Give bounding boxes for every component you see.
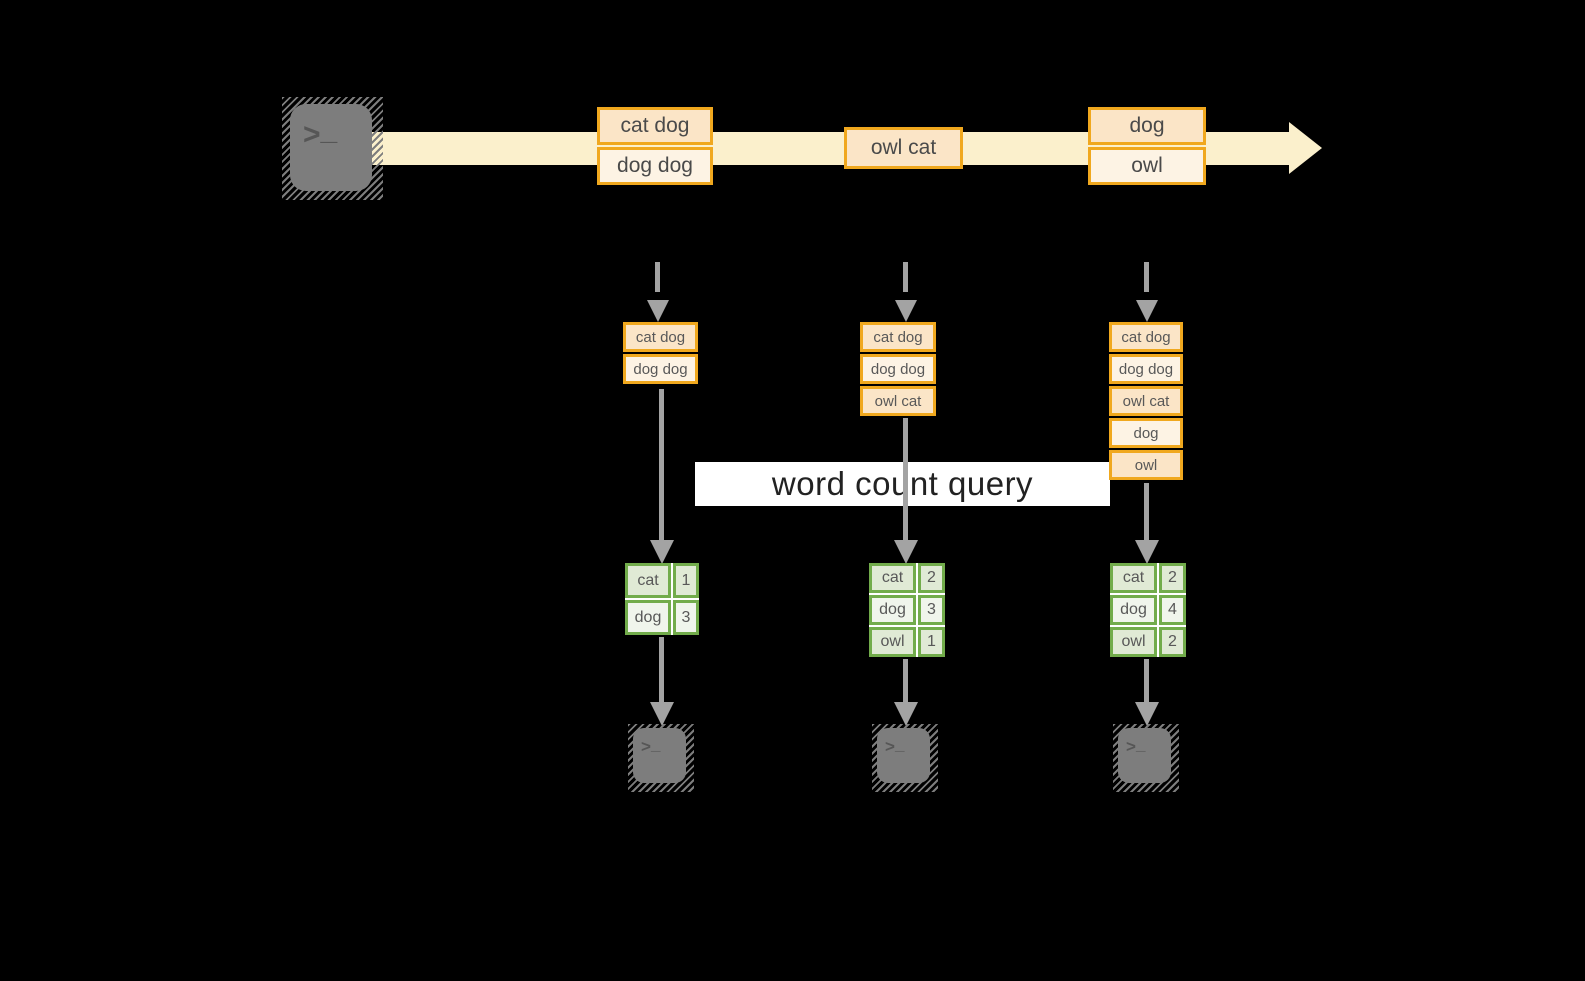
prompt-char: > xyxy=(641,737,651,756)
terminal-icon: >_ xyxy=(872,724,938,792)
dashed-arrowhead xyxy=(1136,300,1158,322)
dashed-arrowhead xyxy=(895,300,917,322)
query-band: word count query xyxy=(695,462,1110,506)
cursor-char: _ xyxy=(1135,734,1146,754)
arrowhead xyxy=(894,702,918,726)
dashed-arrow-line xyxy=(655,262,660,292)
stream-arrowhead xyxy=(1289,122,1322,174)
count-cell: 3 xyxy=(918,595,945,625)
word-cell: cat xyxy=(869,563,916,593)
terminal-icon: >_ xyxy=(628,724,694,792)
arrow-line xyxy=(659,389,664,541)
count-table-3: cat 2 dog 4 owl 2 xyxy=(1110,563,1186,657)
arrow-line xyxy=(659,637,664,703)
prompt-char: > xyxy=(303,118,321,151)
word-cell: dog xyxy=(1110,595,1157,625)
arrow-line xyxy=(903,659,908,703)
arrow-line xyxy=(903,418,908,541)
stream-record-cell: cat dog xyxy=(597,107,713,145)
arrowhead xyxy=(1135,702,1159,726)
arrowhead xyxy=(650,540,674,564)
batch-cell: dog dog xyxy=(860,354,936,384)
terminal-prompt-glyph: >_ xyxy=(303,115,337,151)
batch-cell: cat dog xyxy=(860,322,936,352)
batch-cell: owl cat xyxy=(860,386,936,416)
count-cell: 3 xyxy=(673,600,699,635)
batch-cell: dog xyxy=(1109,418,1183,448)
query-label: word count query xyxy=(771,465,1034,502)
cursor-char: _ xyxy=(894,734,905,754)
cursor-char: _ xyxy=(320,113,338,147)
stream-record-cell: dog xyxy=(1088,107,1206,145)
arrowhead xyxy=(1135,540,1159,564)
arrow-line xyxy=(1144,483,1149,541)
count-cell: 2 xyxy=(1159,627,1186,657)
dashed-arrowhead xyxy=(647,300,669,322)
count-cell: 4 xyxy=(1159,595,1186,625)
dashed-arrow-line xyxy=(1144,262,1149,292)
word-cell: cat xyxy=(1110,563,1157,593)
terminal-icon-body: >_ xyxy=(877,728,930,783)
word-cell: cat xyxy=(625,563,671,598)
terminal-prompt-glyph: >_ xyxy=(1126,734,1146,756)
batch-input-box-1: cat dog dog dog xyxy=(623,322,698,384)
batch-input-box-3: cat dog dog dog owl cat dog owl xyxy=(1109,322,1183,480)
word-cell: dog xyxy=(869,595,916,625)
batch-cell: dog dog xyxy=(623,354,698,384)
terminal-icon-body: >_ xyxy=(1118,728,1171,783)
batch-cell: cat dog xyxy=(1109,322,1183,352)
word-cell: owl xyxy=(1110,627,1157,657)
terminal-prompt-glyph: >_ xyxy=(641,734,661,756)
stream-record-cell: dog dog xyxy=(597,147,713,185)
terminal-icon: >_ xyxy=(1113,724,1179,792)
stream-record-box-1: cat dog dog dog xyxy=(597,107,713,185)
count-cell: 2 xyxy=(918,563,945,593)
stream-record-box-3: dog owl xyxy=(1088,107,1206,185)
batch-cell: dog dog xyxy=(1109,354,1183,384)
count-cell: 2 xyxy=(1159,563,1186,593)
dashed-arrow-line xyxy=(903,262,908,292)
batch-cell: owl xyxy=(1109,450,1183,480)
terminal-icon: >_ xyxy=(282,97,383,200)
arrow-line xyxy=(1144,659,1149,703)
word-cell: owl xyxy=(869,627,916,657)
batch-input-box-2: cat dog dog dog owl cat xyxy=(860,322,936,416)
count-cell: 1 xyxy=(918,627,945,657)
terminal-prompt-glyph: >_ xyxy=(885,734,905,756)
batch-cell: cat dog xyxy=(623,322,698,352)
prompt-char: > xyxy=(885,737,895,756)
arrowhead xyxy=(894,540,918,564)
terminal-icon-body: >_ xyxy=(290,104,372,191)
arrowhead xyxy=(650,702,674,726)
stream-record-box-2: owl cat xyxy=(844,127,963,169)
word-cell: dog xyxy=(625,600,671,635)
cursor-char: _ xyxy=(650,734,661,754)
stream-record-cell: owl cat xyxy=(844,127,963,169)
batch-cell: owl cat xyxy=(1109,386,1183,416)
count-table-1: cat 1 dog 3 xyxy=(625,563,699,635)
count-table-2: cat 2 dog 3 owl 1 xyxy=(869,563,945,657)
terminal-icon-body: >_ xyxy=(633,728,686,783)
count-cell: 1 xyxy=(673,563,699,598)
stream-record-cell: owl xyxy=(1088,147,1206,185)
prompt-char: > xyxy=(1126,737,1136,756)
